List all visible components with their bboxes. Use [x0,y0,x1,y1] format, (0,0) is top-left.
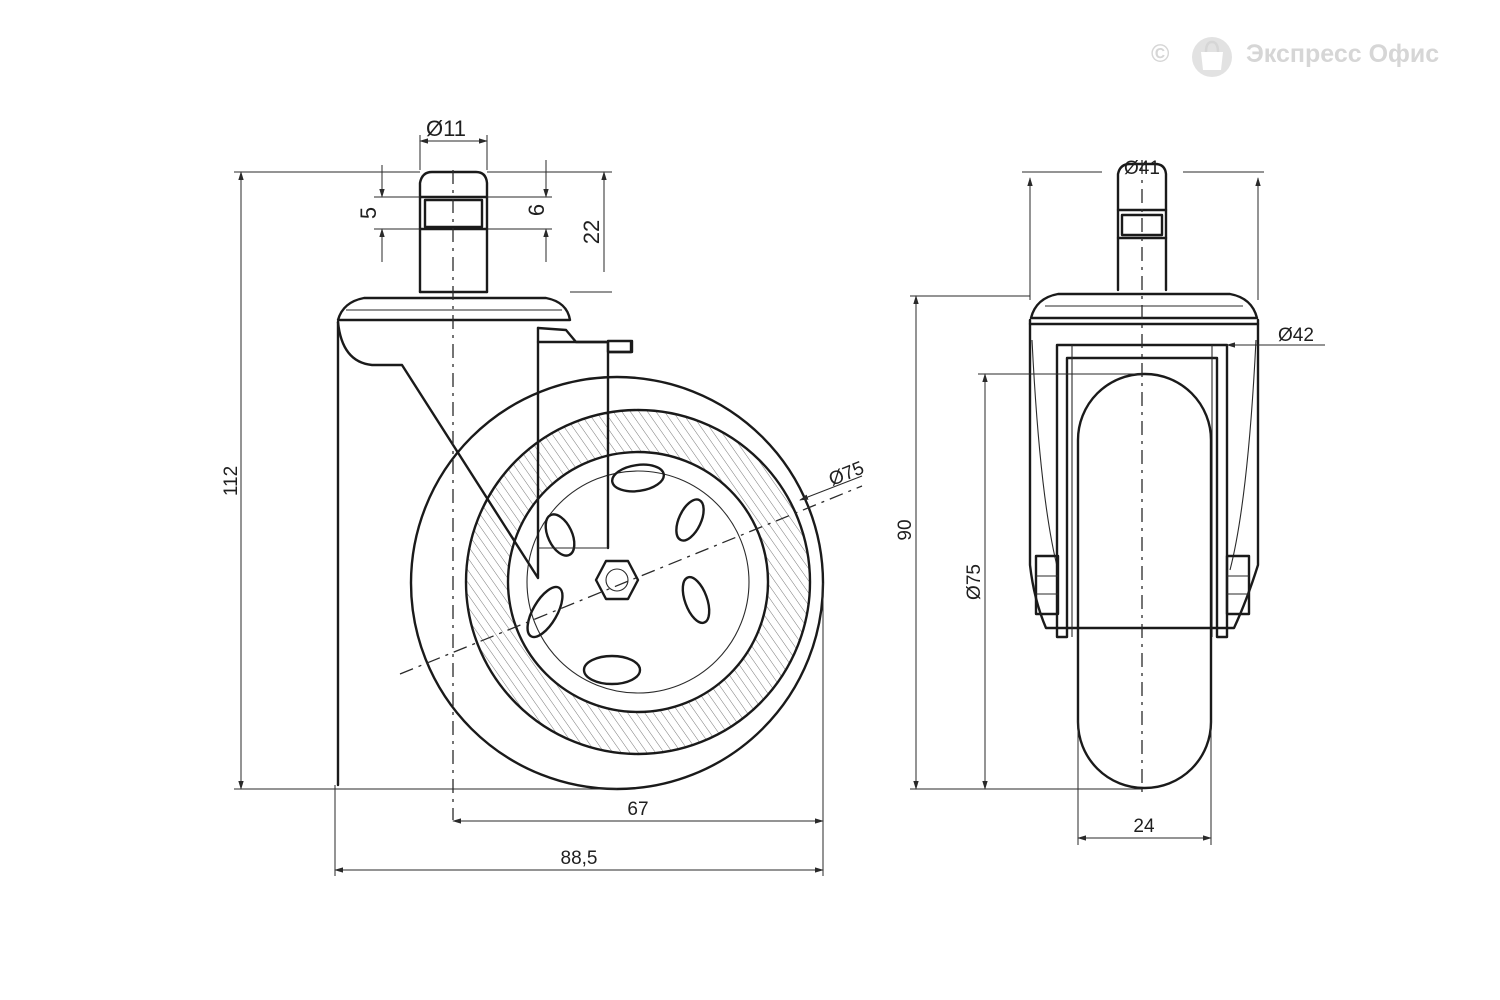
front-wheel-width-label: 24 [1133,816,1155,837]
side-wheel-diameter-label: Ø75 [826,458,867,491]
side-fork-lip [536,326,633,354]
watermark: © Экспресс Офис [1151,37,1439,77]
side-ring-height-label: 5 [356,207,381,219]
front-bracket-width-label: Ø42 [1278,325,1314,346]
front-top-plate [1029,292,1259,320]
side-pin-height-label: 22 [579,220,604,244]
side-axle-nut [594,559,640,601]
side-spoke-cutouts [526,463,711,686]
side-top-plate [336,296,572,322]
front-wheel-diameter-label: Ø75 [964,564,985,600]
front-height-label: 90 [895,519,916,540]
side-view: Ø11 5 6 22 112 Ø75 67 88,5 [221,116,867,876]
front-right-nut [1225,554,1251,616]
side-offset-label: 67 [627,799,648,820]
side-pin-diameter-label: Ø11 [426,116,466,141]
side-centerline-diagonal [399,485,863,675]
side-fork-right [536,339,634,550]
side-hub-rim [526,470,750,694]
front-wheel [1076,372,1213,790]
side-axle-bolt [605,568,629,592]
front-pin-groove [1120,213,1164,237]
side-fork-leg [336,320,540,580]
front-housing [1028,318,1260,630]
side-pin [418,170,489,294]
front-left-nut [1034,554,1060,616]
shopping-bag-logo-icon [1192,37,1232,77]
side-total-height-label: 112 [221,466,242,496]
front-plate-diameter-label: Ø41 [1124,158,1160,179]
side-groove-height-label: 6 [524,204,549,216]
front-view: Ø41 Ø42 90 Ø75 24 [895,158,1325,845]
side-hub-outer [464,408,812,756]
copyright-symbol: © [1151,40,1170,68]
side-hub-inner [506,450,770,714]
side-overall-width-label: 88,5 [561,848,598,869]
watermark-brand: Экспресс Офис [1246,40,1439,68]
front-bracket [1055,343,1229,639]
